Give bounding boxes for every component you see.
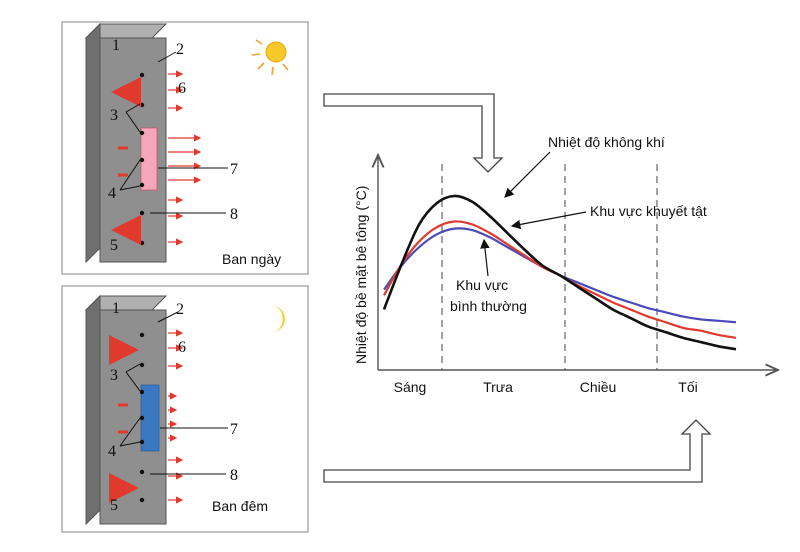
y-axis-label: Nhiệt độ bề mặt bê tông (°C) [353, 186, 369, 364]
series-line-defect [383, 220, 737, 339]
day-label-1: 1 [112, 37, 120, 54]
day-label-7: 7 [230, 161, 238, 178]
night-label-2: 2 [176, 301, 184, 318]
night-label-7: 7 [230, 421, 238, 438]
temperature-chart: Nhiệt độ bề mặt bê tông (°C) Sáng Trưa Chi… [353, 134, 778, 395]
series-line-air [382, 194, 737, 351]
day-wall-side [85, 22, 101, 264]
day-label-3: 3 [110, 107, 118, 124]
night-label-3: 3 [110, 367, 118, 384]
day-big-arrows [111, 77, 141, 245]
day-heat-arrows [168, 70, 202, 246]
annotation-defect-leader [510, 211, 587, 230]
night-caption: Ban đêm [212, 498, 268, 514]
annotation-air-leader [504, 151, 551, 198]
arrow-day-to-chart [323, 93, 504, 173]
night-label-4: 4 [108, 443, 116, 460]
night-label-1: 1 [112, 300, 120, 317]
category-labels: Sáng Trưa Chiều Tối [394, 379, 698, 395]
x-category-label: Tối [678, 379, 697, 395]
day-panel: 1 2 6 3 7 4 8 5 Ban ngày [61, 21, 309, 275]
night-label-6: 6 [178, 339, 186, 356]
day-label-8: 8 [230, 206, 238, 223]
night-label-5: 5 [110, 497, 118, 514]
day-caption: Ban ngày [222, 251, 281, 267]
arrow-night-to-chart [323, 419, 712, 483]
x-category-label: Chiều [580, 379, 617, 395]
day-small-inner-arrows [118, 146, 128, 177]
annotation-normal-area-line2: bình thường [450, 298, 527, 314]
x-category-label: Trưa [483, 379, 513, 395]
night-small-inner-arrows [118, 403, 128, 434]
night-leaders [119, 311, 228, 475]
day-label-6: 6 [178, 80, 186, 97]
night-label-8: 8 [230, 467, 238, 484]
annotation-defect-area: Khu vực khuyết tật [590, 203, 707, 219]
period-dividers [441, 164, 658, 370]
series-layer [382, 194, 737, 351]
day-label-4: 4 [108, 185, 116, 202]
moon-icon [272, 306, 285, 332]
annotation-air-temperature: Nhiệt độ không khí [548, 134, 665, 150]
day-label-5: 5 [110, 237, 118, 254]
night-big-arrows [109, 335, 139, 503]
night-sensor-dots [139, 332, 145, 503]
x-category-label: Sáng [394, 379, 427, 395]
night-wall-side [85, 294, 101, 526]
annotation-normal-leader [480, 238, 490, 277]
night-heat-arrows [168, 329, 184, 504]
day-leaders [119, 51, 228, 214]
annotation-normal-area-line1: Khu vực [456, 277, 508, 293]
sun-icon [251, 39, 289, 76]
night-panel: 1 2 6 3 7 4 8 5 Ban đêm [61, 285, 309, 533]
day-label-2: 2 [176, 41, 184, 58]
